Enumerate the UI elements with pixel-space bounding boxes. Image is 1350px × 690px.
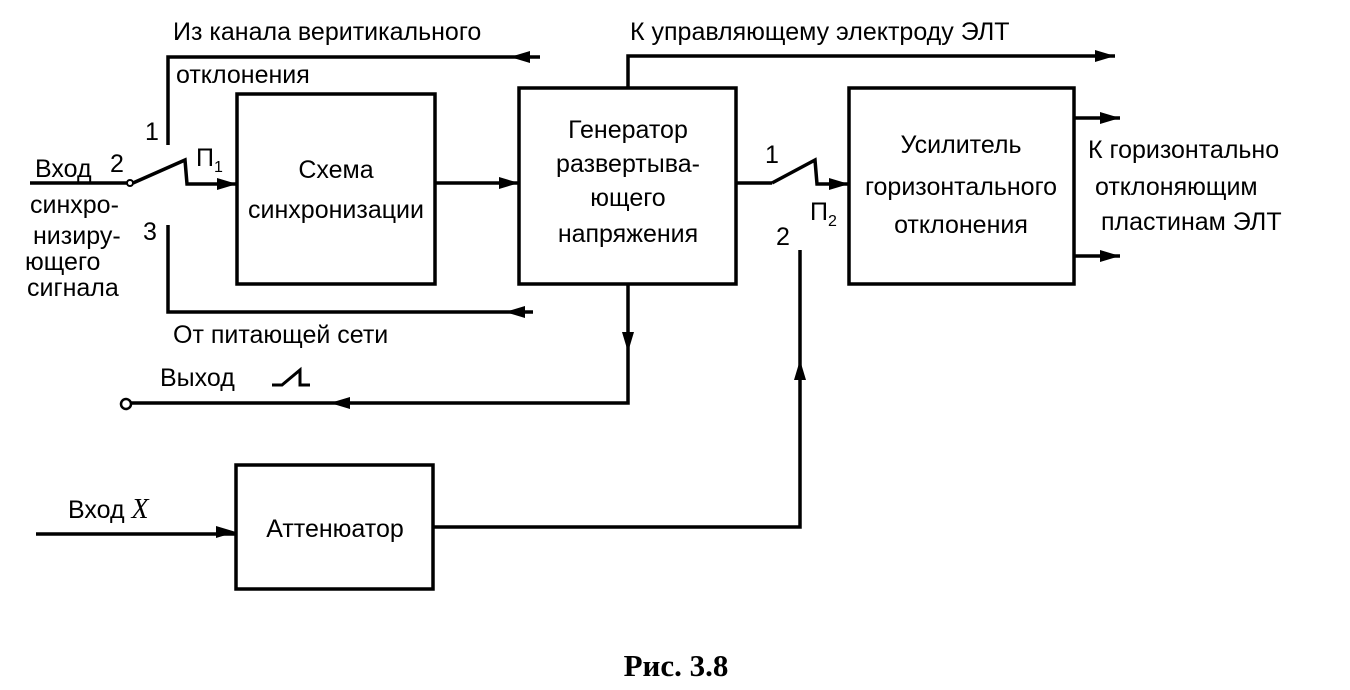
wire-attenuator-to-switch-p2	[433, 250, 802, 529]
attenuator-label: Аттенюатор	[266, 515, 404, 543]
amplifier-label-line2: горизонтального	[865, 173, 1057, 201]
figure-caption: Рис. 3.8	[624, 648, 729, 683]
arrowhead-from-vertical	[510, 51, 530, 63]
switch-p2-blade	[771, 157, 849, 186]
sweep-generator-block: Генератор развертыва- ющего напряжения	[517, 86, 738, 286]
switch-p1-position-2: 2	[110, 150, 124, 178]
wire-from-mains	[166, 225, 533, 314]
generator-label-line4: напряжения	[558, 220, 698, 248]
amplifier-label-line1: Усилитель	[900, 131, 1021, 159]
switch-p2-label: П2	[810, 198, 837, 230]
switch-p1-letter: П	[196, 144, 214, 172]
horizontal-amplifier-block: Усилитель горизонтального отклонения	[847, 86, 1076, 286]
sawtooth-symbol-icon	[272, 366, 310, 387]
from-mains-label: От питающей сети	[173, 321, 388, 349]
sync-circuit-block: Схема синхронизации	[235, 92, 437, 286]
switch-p1-index: 1	[214, 159, 223, 176]
input-x-label: Вход X	[68, 494, 150, 525]
switch-p2-position-1: 1	[765, 141, 779, 169]
sync-block-label-line2: синхронизации	[248, 196, 424, 224]
switch-p2-letter: П	[810, 198, 828, 226]
wire-generator-output	[131, 284, 630, 405]
sync-input-label-line2: синхро-	[30, 191, 119, 219]
sync-input-label-line4: ющего	[25, 248, 100, 276]
sync-input-label-line5: сигнала	[27, 274, 119, 302]
switch-p2-position-2: 2	[776, 223, 790, 251]
arrowhead-to-attenuator	[216, 526, 236, 538]
arrowhead-to-amplifier	[829, 178, 849, 190]
to-horizontal-plates-line2: отклоняющим	[1095, 173, 1258, 201]
from-vertical-label-line2: отклонения	[176, 61, 310, 89]
attenuator-block: Аттенюатор	[234, 463, 435, 591]
arrowhead-down-output	[622, 332, 634, 352]
to-crt-electrode-label: К управляющему электроду ЭЛТ	[630, 18, 1010, 46]
arrowhead-to-sync	[217, 178, 237, 190]
switch-p1-label: П1	[196, 144, 223, 176]
wire-from-vertical-channel	[166, 55, 540, 145]
arrowhead-up-to-switch-p2	[794, 360, 806, 380]
switch-p1-position-3: 3	[143, 218, 157, 246]
arrowhead-to-generator	[499, 177, 519, 189]
sync-input-label-line3: низиру-	[33, 222, 121, 250]
sync-block-label-line1: Схема	[298, 156, 373, 184]
switch-p1-position-1: 1	[145, 118, 159, 146]
amplifier-label-line3: отклонения	[894, 211, 1028, 239]
output-terminal	[119, 397, 133, 411]
sync-input-label-line1: Вход	[35, 155, 92, 183]
generator-label-line2: развертыва-	[556, 150, 700, 178]
arrowhead-from-mains	[505, 306, 525, 318]
output-label: Выход	[160, 364, 235, 392]
input-x-symbol: X	[131, 494, 150, 525]
arrowhead-left-output	[330, 397, 350, 409]
to-horizontal-plates-line1: К горизонтально	[1088, 136, 1279, 164]
switch-p1-blade	[132, 157, 237, 186]
generator-label-line1: Генератор	[568, 116, 688, 144]
switch-p2-index: 2	[828, 213, 837, 230]
from-vertical-label-line1: Из канала веритикального	[173, 18, 481, 46]
to-horizontal-plates-line3: пластинам ЭЛТ	[1101, 208, 1282, 236]
input-x-word: Вход	[68, 496, 125, 524]
sync-input-terminal	[126, 179, 134, 187]
generator-label-line3: ющего	[590, 184, 665, 212]
arrowhead-to-crt-electrode	[1095, 50, 1115, 62]
wire-to-crt-electrode	[626, 54, 1115, 88]
arrowhead-amp-output-top	[1100, 112, 1120, 124]
arrowhead-amp-output-bottom	[1100, 250, 1120, 262]
